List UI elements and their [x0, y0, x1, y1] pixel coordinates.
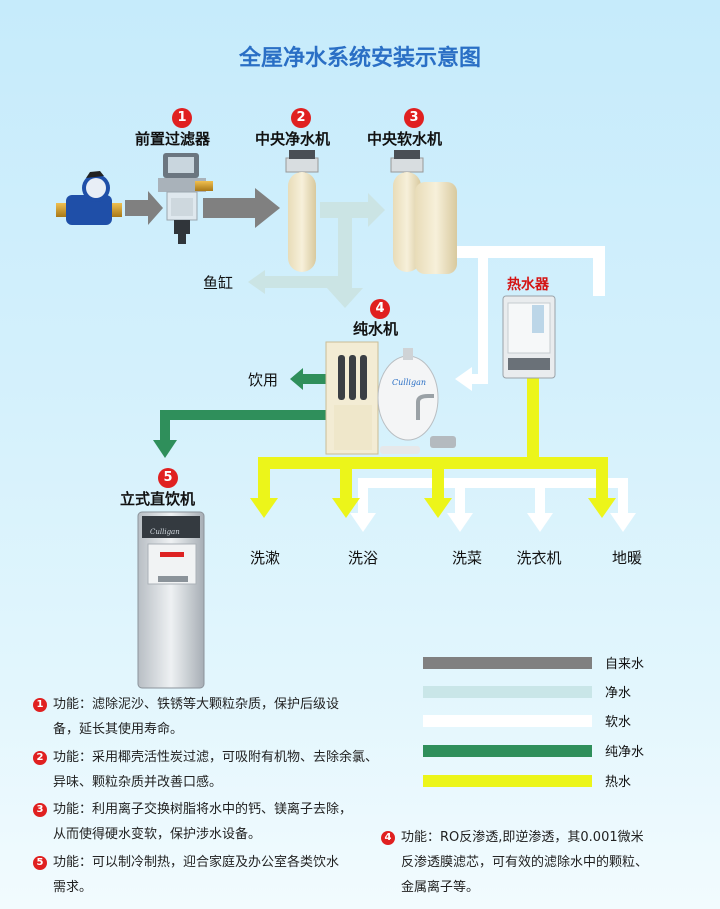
description-5: 5 功能：可以制冷制热，迎合家庭及办公室各类饮水 需求。: [33, 850, 339, 900]
outlet-washing-machine: 洗衣机: [516, 549, 562, 567]
description-line: 从而使得硬水变软，保护涉水设备。: [53, 827, 262, 842]
description-line: 功能：利用离子交换树脂将水中的钙、镁离子去除，: [53, 802, 353, 817]
description-number: 1: [33, 698, 47, 712]
central-purifier-tank: [285, 150, 319, 272]
description-line: 金属离子等。: [401, 880, 480, 895]
water-heater-label: 热水器: [507, 277, 549, 293]
description-1: 1 功能：滤除泥沙、铁锈等大颗粒杂质，保护后级设 备，延长其使用寿命。: [33, 692, 339, 742]
dispenser-brand: Culligan: [150, 528, 180, 536]
ro-purifier-label: 纯水机: [353, 320, 399, 338]
legend-label-hot-water: 热水: [605, 775, 632, 790]
outlet-vegetables: 洗菜: [451, 549, 482, 567]
purified-water-pipes: [248, 193, 385, 308]
legend-label-purified-water: 净水: [605, 686, 632, 701]
water-dispenser: [137, 511, 205, 689]
legend-bar-pure-water: [423, 745, 592, 757]
central-purifier-label: 中央净水机: [255, 130, 331, 148]
legend-bar-hot-water: [423, 775, 592, 787]
description-2: 2 功能：采用椰壳活性炭过滤，可吸附有机物、去除余氯、 异味、颗粒杂质并改善口感。: [33, 745, 378, 795]
description-line: 功能：滤除泥沙、铁锈等大颗粒杂质，保护后级设: [53, 697, 340, 712]
device-number-1: 1: [172, 108, 192, 128]
legend-bar-soft-water: [423, 715, 592, 727]
central-softener: [390, 150, 457, 274]
tap-water-pipes: [125, 188, 280, 228]
legend-label-pure-water: 纯净水: [605, 745, 645, 760]
legend-bar-purified-water: [423, 686, 592, 698]
description-line: 备，延长其使用寿命。: [53, 722, 184, 737]
water-heater: [502, 295, 556, 379]
dispenser-label: 立式直饮机: [120, 490, 196, 508]
description-line: 功能：RO反渗透,即逆渗透，其0.001微米: [401, 830, 644, 845]
device-number-3: 3: [404, 108, 424, 128]
legend-label-soft-water: 软水: [605, 715, 632, 730]
legend-bar-tap-water: [423, 657, 592, 669]
diagram-title: 全屋净水系统安装示意图: [238, 46, 481, 71]
description-line: 需求。: [53, 880, 93, 895]
description-number: 3: [33, 803, 47, 817]
drinking-label: 饮用: [248, 371, 279, 389]
description-number: 4: [381, 831, 395, 845]
description-3: 3 功能：利用离子交换树脂将水中的钙、镁离子去除， 从而使得硬水变软，保护涉水设备…: [33, 797, 352, 847]
legend-label-tap-water: 自来水: [605, 657, 645, 672]
outlet-floor-heating: 地暖: [611, 549, 642, 567]
hot-water-pipes: [250, 375, 616, 518]
description-line: 反渗透膜滤芯，可有效的滤除水中的颗粒、: [401, 855, 649, 870]
soft-water-pipes: [350, 246, 636, 532]
pre-filter: [158, 153, 213, 244]
outlet-shower: 洗浴: [347, 549, 378, 567]
device-number-5: 5: [158, 468, 178, 488]
description-line: 功能：可以制冷制热，迎合家庭及办公室各类饮水: [53, 855, 340, 870]
description-line: 异味、颗粒杂质并改善口感。: [53, 775, 223, 790]
outlet-wash: 洗漱: [249, 549, 280, 567]
device-number-4: 4: [370, 299, 390, 319]
ro-tank-brand: Culligan: [392, 378, 426, 387]
central-softener-label: 中央软水机: [367, 130, 443, 148]
water-meter: [56, 171, 122, 225]
device-number-2: 2: [291, 108, 311, 128]
description-number: 2: [33, 751, 47, 765]
pre-filter-label: 前置过滤器: [135, 130, 211, 148]
description-number: 5: [33, 856, 47, 870]
ro-purifier: [325, 341, 456, 455]
description-line: 功能：采用椰壳活性炭过滤，可吸附有机物、去除余氯、: [53, 750, 379, 765]
pure-water-pipes: [153, 368, 335, 458]
fish-tank-label: 鱼缸: [203, 274, 234, 292]
description-4: 4 功能：RO反渗透,即逆渗透，其0.001微米 反渗透膜滤芯，可有效的滤除水中的…: [381, 825, 648, 900]
